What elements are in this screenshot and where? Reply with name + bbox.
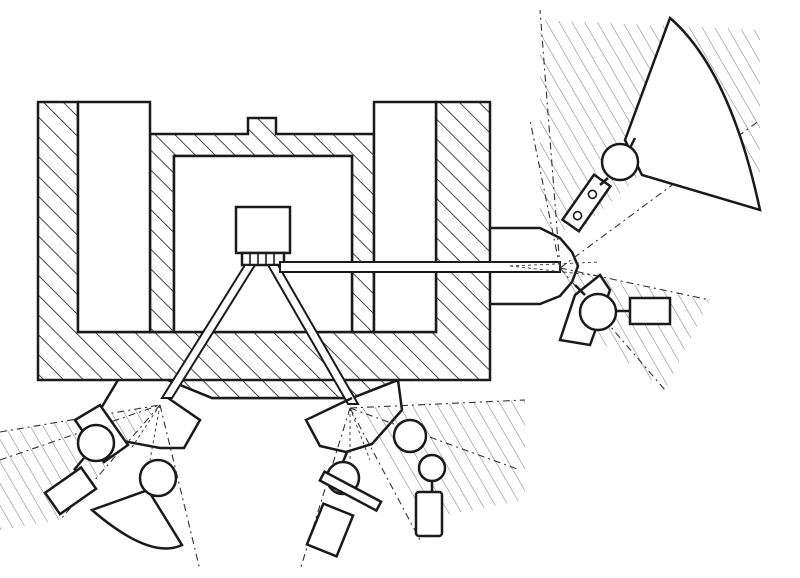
station-bottom-right <box>392 418 447 538</box>
right-gap <box>372 100 438 334</box>
station-lower-right <box>558 273 672 347</box>
source-box <box>234 205 292 267</box>
station-bottom-center <box>305 451 383 559</box>
lower-shield-block <box>167 378 399 400</box>
station-upper-right <box>560 15 762 233</box>
beam-channels <box>160 261 561 405</box>
left-gap <box>76 100 152 334</box>
right-port-housing <box>490 226 580 306</box>
station-lower-left <box>43 403 184 550</box>
